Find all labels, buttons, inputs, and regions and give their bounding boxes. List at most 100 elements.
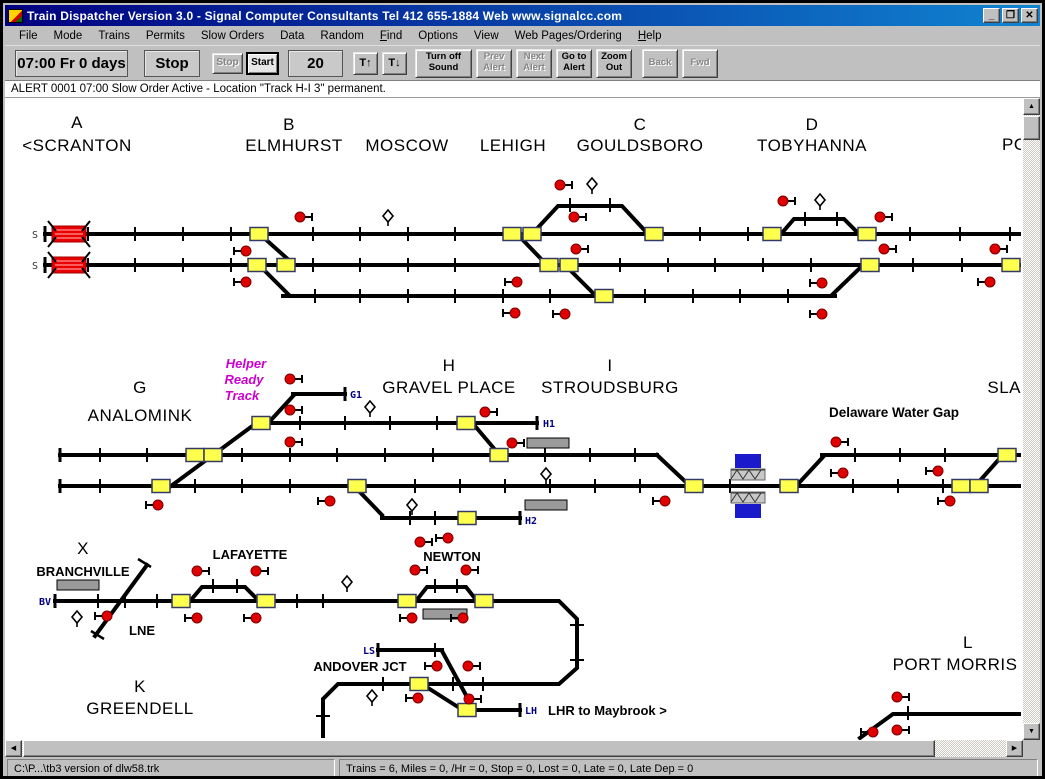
menu-file[interactable]: File — [19, 29, 38, 42]
diamond-marker-icon[interactable] — [341, 575, 353, 593]
signal-icon[interactable] — [233, 276, 252, 288]
go-to-alert-button[interactable]: Go to Alert — [556, 48, 592, 78]
turn-off-sound-button[interactable]: Turn off Sound — [415, 48, 472, 78]
back-button[interactable]: Back — [642, 48, 678, 78]
os-block[interactable] — [256, 593, 276, 609]
os-block[interactable] — [249, 226, 269, 242]
scroll-down-button[interactable]: ▼ — [1023, 723, 1040, 740]
os-block[interactable] — [559, 257, 579, 273]
os-block[interactable] — [684, 478, 704, 494]
os-block[interactable] — [539, 257, 559, 273]
prev-alert-button[interactable]: Prev Alert — [476, 48, 512, 78]
signal-icon[interactable] — [284, 436, 303, 448]
close-button[interactable]: ✕ — [1021, 8, 1038, 23]
signal-icon[interactable] — [479, 406, 498, 418]
signal-icon[interactable] — [830, 467, 849, 479]
menu-options[interactable]: Options — [418, 29, 458, 42]
signal-icon[interactable] — [184, 612, 203, 624]
signal-icon[interactable] — [191, 565, 210, 577]
signal-icon[interactable] — [145, 499, 164, 511]
signal-icon[interactable] — [777, 195, 796, 207]
signal-icon[interactable] — [284, 404, 303, 416]
fwd-button[interactable]: Fwd — [682, 48, 718, 78]
signal-icon[interactable] — [294, 211, 313, 223]
signal-icon[interactable] — [424, 660, 443, 672]
signal-icon[interactable] — [250, 565, 269, 577]
signal-icon[interactable] — [891, 724, 910, 736]
signal-icon[interactable] — [502, 307, 521, 319]
os-block[interactable] — [489, 447, 509, 463]
os-block[interactable] — [409, 676, 429, 692]
restore-button[interactable]: ❐ — [1002, 8, 1019, 23]
signal-icon[interactable] — [317, 495, 336, 507]
os-block[interactable] — [644, 226, 664, 242]
os-block[interactable] — [276, 257, 296, 273]
diamond-marker-icon[interactable] — [364, 400, 376, 418]
scroll-right-button[interactable]: ▶ — [1006, 740, 1023, 757]
os-block[interactable] — [502, 226, 522, 242]
signal-icon[interactable] — [462, 660, 481, 672]
signal-icon[interactable] — [463, 693, 482, 705]
signal-icon[interactable] — [568, 211, 587, 223]
signal-icon[interactable] — [989, 243, 1008, 255]
signal-icon[interactable] — [809, 277, 828, 289]
signal-icon[interactable] — [414, 536, 433, 548]
os-block[interactable] — [397, 593, 417, 609]
signal-icon[interactable] — [94, 610, 113, 622]
menu-random[interactable]: Random — [320, 29, 364, 42]
signal-icon[interactable] — [977, 276, 996, 288]
occupied-train-block[interactable] — [47, 220, 91, 248]
diamond-marker-icon[interactable] — [814, 193, 826, 211]
os-block[interactable] — [1001, 257, 1021, 273]
signal-icon[interactable] — [435, 532, 454, 544]
signal-icon[interactable] — [552, 308, 571, 320]
signal-icon[interactable] — [874, 211, 893, 223]
os-block[interactable] — [860, 257, 880, 273]
signal-icon[interactable] — [504, 276, 523, 288]
os-block[interactable] — [185, 447, 205, 463]
scroll-up-button[interactable]: ▲ — [1023, 98, 1040, 115]
zoom-out-button[interactable]: Zoom Out — [596, 48, 632, 78]
drawbridge-icon[interactable] — [730, 453, 766, 481]
os-block[interactable] — [997, 447, 1017, 463]
occupied-train-block[interactable] — [47, 251, 91, 279]
os-block[interactable] — [951, 478, 971, 494]
menu-web-pages[interactable]: Web Pages/Ordering — [514, 29, 622, 42]
os-block[interactable] — [457, 702, 477, 718]
start-button[interactable]: Start — [247, 52, 278, 74]
os-block[interactable] — [171, 593, 191, 609]
os-block[interactable] — [762, 226, 782, 242]
scroll-left-button[interactable]: ◀ — [5, 740, 22, 757]
menu-find[interactable]: Find — [379, 29, 403, 42]
signal-icon[interactable] — [554, 179, 573, 191]
diamond-marker-icon[interactable] — [406, 498, 418, 516]
next-alert-button[interactable]: Next Alert — [516, 48, 552, 78]
os-block[interactable] — [251, 415, 271, 431]
signal-icon[interactable] — [409, 564, 428, 576]
os-block[interactable] — [857, 226, 877, 242]
signal-icon[interactable] — [233, 245, 252, 257]
drawbridge-icon[interactable] — [730, 491, 766, 519]
vertical-scrollbar[interactable]: ▲ ▼ — [1023, 98, 1040, 740]
train-up-button[interactable]: T↑ — [353, 51, 378, 75]
signal-icon[interactable] — [570, 243, 589, 255]
menu-view[interactable]: View — [473, 29, 499, 42]
signal-icon[interactable] — [405, 692, 424, 704]
horizontal-scroll-thumb[interactable] — [23, 740, 935, 757]
train-down-button[interactable]: T↓ — [382, 51, 407, 75]
menu-permits[interactable]: Permits — [145, 29, 185, 42]
minimize-button[interactable]: _ — [983, 8, 1000, 23]
signal-icon[interactable] — [243, 612, 262, 624]
vertical-scroll-thumb[interactable] — [1023, 116, 1040, 140]
signal-icon[interactable] — [652, 495, 671, 507]
diamond-marker-icon[interactable] — [382, 209, 394, 227]
signal-icon[interactable] — [891, 691, 910, 703]
signal-icon[interactable] — [399, 612, 418, 624]
menu-data[interactable]: Data — [280, 29, 305, 42]
menu-trains[interactable]: Trains — [98, 29, 130, 42]
signal-icon[interactable] — [830, 436, 849, 448]
os-block[interactable] — [203, 447, 223, 463]
diamond-marker-icon[interactable] — [366, 689, 378, 707]
os-block[interactable] — [347, 478, 367, 494]
stop-button[interactable]: Stop — [212, 52, 243, 74]
